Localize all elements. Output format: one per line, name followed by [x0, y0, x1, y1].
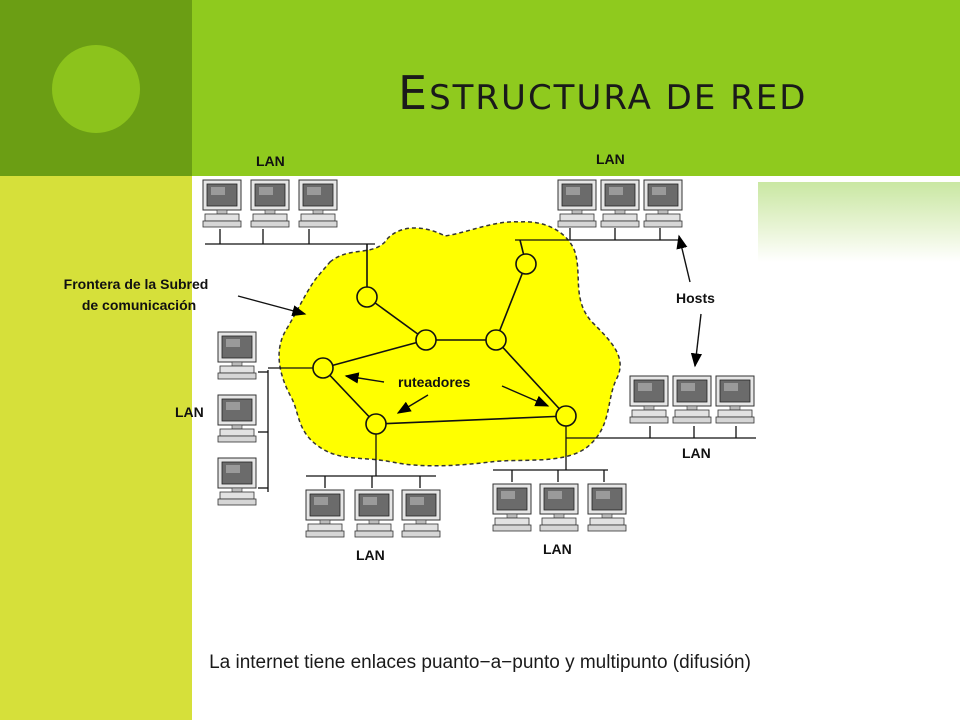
computer: [587, 483, 627, 532]
decorative-circle: [52, 45, 140, 133]
router-2: [515, 253, 537, 275]
label-frontera-line1: Frontera de la Subred: [64, 276, 209, 292]
computer: [672, 375, 712, 424]
computer: [305, 489, 345, 538]
label-lan-top-left: LAN: [256, 153, 285, 169]
computer: [217, 394, 257, 443]
title-rest: STRUCTURA DE RED: [429, 78, 808, 118]
subnet-boundary: [278, 221, 621, 467]
computer: [202, 179, 242, 228]
fade-strip: [758, 182, 960, 262]
computer: [492, 483, 532, 532]
pointer-arrows: [237, 234, 703, 414]
caption: La internet tiene enlaces puanto−a−punto…: [209, 652, 751, 673]
computer: [539, 483, 579, 532]
label-lan-left: LAN: [175, 404, 204, 420]
router-1: [356, 286, 378, 308]
computer: [217, 331, 257, 380]
router-4: [485, 329, 507, 351]
header-band: [192, 0, 960, 176]
label-lan-bottom-mid: LAN: [543, 541, 572, 557]
routers: [312, 253, 577, 435]
router-6: [365, 413, 387, 435]
computer: [354, 489, 394, 538]
router-links: [322, 239, 567, 425]
computer: [557, 179, 597, 228]
computer: [600, 179, 640, 228]
computer: [401, 489, 441, 538]
computer: [643, 179, 683, 228]
label-lan-right: LAN: [682, 445, 711, 461]
label-lan-top-right: LAN: [596, 151, 625, 167]
computer: [250, 179, 290, 228]
computer: [715, 375, 755, 424]
lan-bus-lines: [205, 228, 756, 492]
label-lan-bottom-left: LAN: [356, 547, 385, 563]
router-3: [415, 329, 437, 351]
computer: [629, 375, 669, 424]
router-5: [312, 357, 334, 379]
label-hosts: Hosts: [676, 290, 715, 306]
router-7: [555, 405, 577, 427]
label-frontera-line2: de comunicación: [82, 297, 196, 313]
label-ruteadores: ruteadores: [398, 374, 471, 390]
computer: [217, 457, 257, 506]
slide-title: ESTRUCTURA DE RED: [398, 66, 807, 120]
computer: [298, 179, 338, 228]
title-first-letter: E: [398, 66, 430, 120]
